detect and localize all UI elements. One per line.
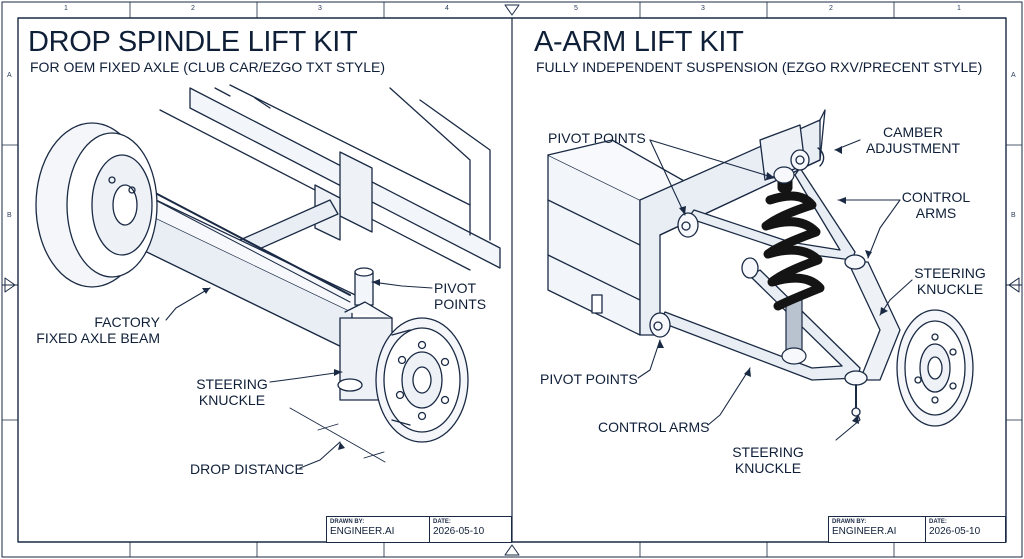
right-title: A-ARM LIFT KIT <box>534 26 744 58</box>
callout-pivot-points-top: PIVOT POINTS <box>548 130 646 146</box>
callout-pivot-points-left: PIVOT POINTS <box>434 280 487 312</box>
bottom-center-marker <box>504 544 520 556</box>
left-kingpin <box>354 271 374 306</box>
callout-pivot-points-bottom: PIVOT POINTS <box>540 371 638 387</box>
col-label-8: 1 <box>957 5 961 12</box>
col-label-3: 3 <box>318 5 322 12</box>
row-label-a-right: A <box>1011 72 1016 79</box>
left-subtitle: FOR OEM FIXED AXLE (CLUB CAR/EZGO TXT ST… <box>30 59 385 75</box>
right-drawn-by-label: DRAWN BY: <box>832 519 867 525</box>
row-label-b-right: B <box>1011 212 1016 219</box>
callout-steering-knuckle-left: STEERING KNUCKLE <box>196 376 268 408</box>
callout-factory-axle: FACTORY FIXED AXLE BEAM <box>36 314 160 346</box>
callout-control-arms-bottom: CONTROL ARMS <box>598 419 710 435</box>
left-tie-rod <box>139 184 351 296</box>
row-label-b-left: B <box>7 212 12 219</box>
left-bracket <box>339 151 373 233</box>
right-subtitle: FULLY INDEPENDENT SUSPENSION (EZGO RXV/P… <box>536 59 983 75</box>
col-label-2: 2 <box>191 5 195 12</box>
col-label-7: 2 <box>829 5 833 12</box>
right-title-block: DRAWN BY: ENGINEER.AI DATE: 2026-05-10 <box>828 516 1006 543</box>
left-date-label: DATE: <box>433 519 451 525</box>
right-knuckle-upright <box>847 261 901 381</box>
right-illustration <box>547 109 974 427</box>
callout-drop-distance: DROP DISTANCE <box>190 461 304 477</box>
left-title: DROP SPINDLE LIFT KIT <box>28 26 358 58</box>
left-center-marker <box>1 277 19 293</box>
right-drawn-by-cell: DRAWN BY: ENGINEER.AI <box>829 517 926 542</box>
top-center-marker <box>504 4 520 16</box>
left-drawn-by-label: DRAWN BY: <box>330 519 365 525</box>
left-date-cell: DATE: 2026-05-10 <box>430 517 510 542</box>
left-drawn-by-cell: DRAWN BY: ENGINEER.AI <box>327 517 430 542</box>
left-drawn-by-value: ENGINEER.AI <box>330 526 395 537</box>
lower-control-arm <box>659 269 861 381</box>
side-ticks <box>1 144 1023 421</box>
left-illustration <box>35 84 501 443</box>
right-leaders <box>637 139 913 441</box>
row-label-a-left: A <box>7 72 12 79</box>
callout-steering-knuckle-right: STEERING KNUCKLE <box>914 265 986 297</box>
right-date-cell: DATE: 2026-05-10 <box>926 517 1004 542</box>
callout-control-arms-top: CONTROL ARMS <box>901 189 971 221</box>
callout-camber-adjustment: CAMBER ADJUSTMENT <box>865 124 961 156</box>
coilover-shock <box>761 166 825 365</box>
left-date-value: 2026-05-10 <box>433 526 485 537</box>
right-drawn-by-value: ENGINEER.AI <box>832 526 897 537</box>
top-ticks <box>129 1 895 558</box>
right-arrowheads <box>657 146 888 424</box>
left-leaders <box>165 281 433 469</box>
right-date-value: 2026-05-10 <box>929 526 981 537</box>
right-date-label: DATE: <box>929 519 947 525</box>
col-label-4: 4 <box>445 5 449 12</box>
left-arrowheads <box>202 279 380 450</box>
callout-steering-knuckle-bottom: STEERING KNUCKLE <box>732 444 804 476</box>
col-label-1: 1 <box>64 5 68 12</box>
left-title-block: DRAWN BY: ENGINEER.AI DATE: 2026-05-10 <box>326 516 512 543</box>
col-label-5: 5 <box>574 5 578 12</box>
right-center-marker <box>1005 277 1023 293</box>
upper-control-arm <box>687 167 856 261</box>
col-label-6: 3 <box>701 5 705 12</box>
